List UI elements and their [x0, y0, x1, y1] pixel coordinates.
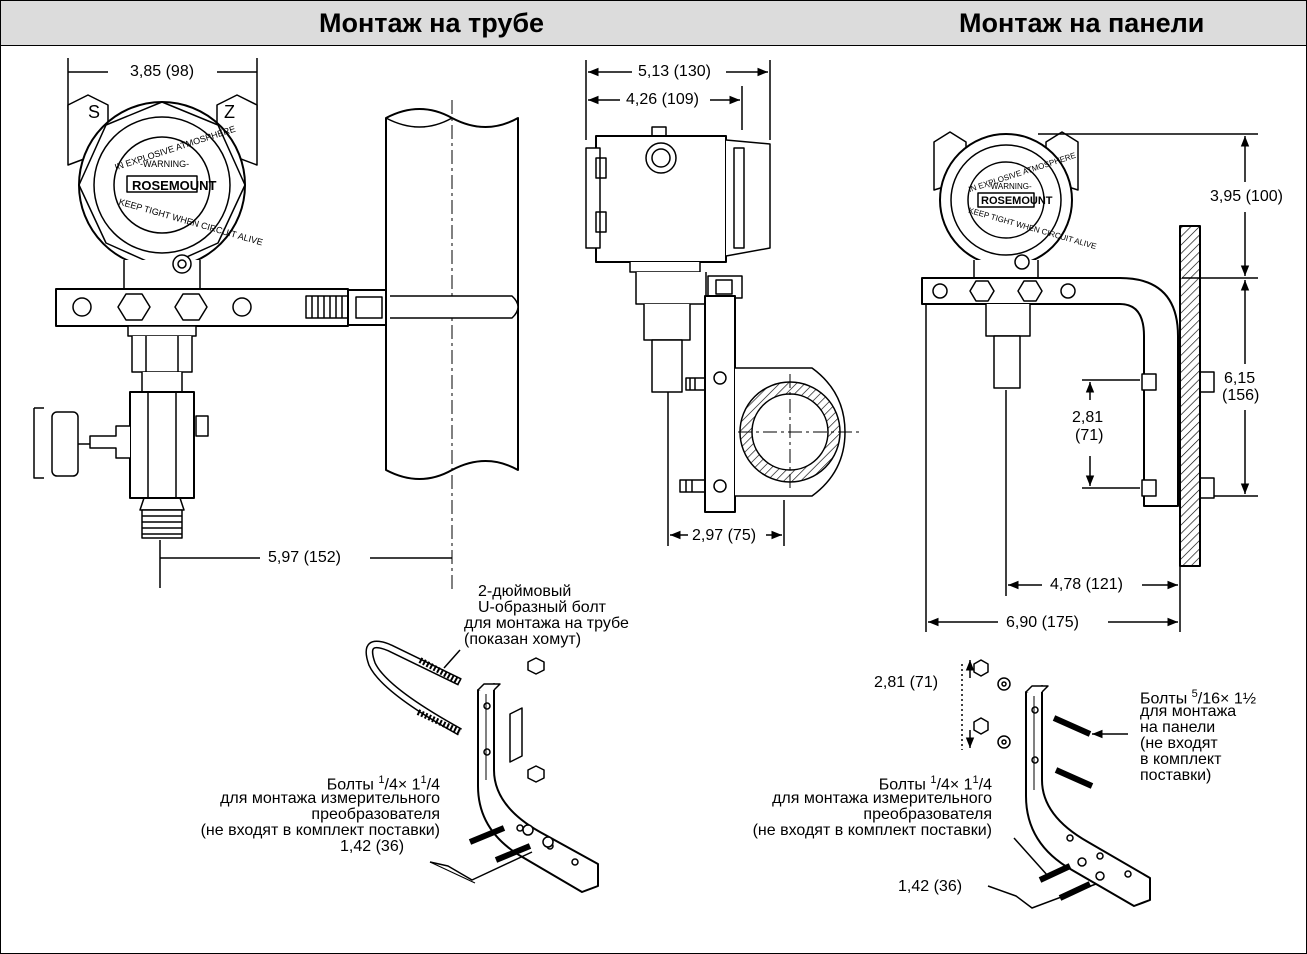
ubolt-label-2: U-образный болт [478, 599, 606, 616]
dim-outer-width: 6,90 (175) [1004, 614, 1081, 631]
panel-bolts-line2: для монтажа [1140, 703, 1237, 720]
header-bar: Монтаж на трубе Монтаж на панели [1, 1, 1306, 46]
ring-text-warning-panel: -WARNING- [988, 182, 1032, 191]
dim-top: 3,95 (100) [1208, 188, 1285, 205]
panel-xmtr-bolts-line4: (не входят в комплект поставки) [752, 822, 992, 839]
panel-bolts-line6: поставки) [1140, 767, 1212, 784]
terminal-s: S [88, 102, 101, 122]
pipe-kit-exploded [365, 640, 599, 893]
ring-text-warning: -WARNING- [140, 159, 190, 169]
dim-holes-1: 2,81 [1070, 409, 1106, 426]
panel-bolts-line5: в комплект [1140, 751, 1222, 768]
dim-holes-2: (71) [1073, 427, 1106, 444]
pipe-bolts-label: Болты 1/4× 11/4 [326, 774, 440, 794]
panel-xmtr-bolts-line3: преобразователя [863, 806, 992, 823]
panel-mount-title: Монтаж на панели [959, 8, 1205, 38]
terminal-z: Z [224, 102, 235, 122]
panel-bolts-line3: на панели [1140, 719, 1216, 736]
panel-bolt-spacing: 1,42 (36) [898, 878, 963, 895]
brand-label-front: ROSEMOUNT [132, 178, 217, 193]
dim-height-2: (156) [1220, 387, 1262, 404]
dim-offset: 5,97 (152) [266, 549, 343, 566]
brand-label-panel: ROSEMOUNT [981, 195, 1053, 207]
pipe-side-view [585, 60, 860, 546]
panel-xmtr-bolts-line2: для монтажа измерительного [772, 790, 992, 807]
dim-width: 3,85 (98) [128, 63, 197, 80]
panel-bolts-line4: (не входят [1140, 735, 1218, 752]
dim-height-1: 6,15 [1222, 370, 1258, 387]
dim-bracket: 2,97 (75) [690, 527, 759, 544]
ubolt-label-3: для монтажа на трубе [464, 615, 629, 632]
dim-inner-width: 4,78 (121) [1048, 576, 1125, 593]
pipe-bolt-spacing: 1,42 (36) [340, 838, 405, 855]
panel-mount-view [921, 131, 1258, 632]
pipe [385, 100, 519, 590]
panel-kit-exploded [961, 659, 1151, 909]
pipe-bolts-line3: преобразователя [311, 806, 440, 823]
pipe-front-view [33, 58, 519, 588]
ubolt-label-1: 2-дюймовый [478, 583, 572, 600]
dim-total-depth: 5,13 (130) [636, 63, 713, 80]
pipe-bolts-line4: (не входят в комплект поставки) [200, 822, 440, 839]
panel-bolts-label: Болты 5/16× 1½ [1140, 688, 1257, 708]
dim-holes-exploded: 2,81 (71) [874, 674, 939, 691]
pipe-bolts-line2: для монтажа измерительного [220, 790, 440, 807]
dim-body-depth: 4,26 (109) [624, 91, 701, 108]
ubolt-label-4: (показан хомут) [464, 631, 582, 648]
panel-xmtr-bolts-label: Болты 1/4× 11/4 [878, 774, 992, 794]
pipe-mount-title: Монтаж на трубе [319, 8, 545, 38]
